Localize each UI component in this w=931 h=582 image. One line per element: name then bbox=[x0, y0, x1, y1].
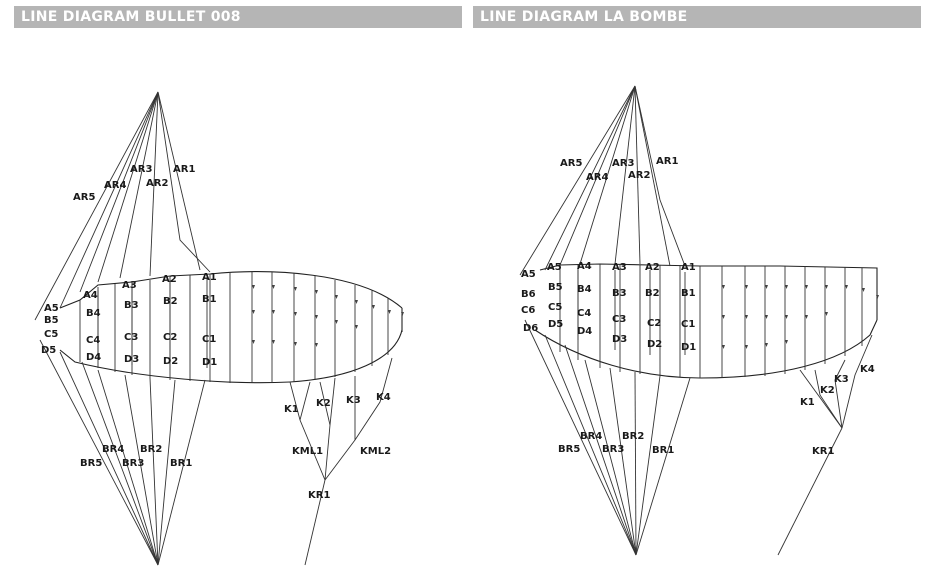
label-AR1: AR1 bbox=[656, 156, 678, 167]
label-B2: B2 bbox=[163, 296, 178, 307]
label-BR3: BR3 bbox=[122, 458, 144, 469]
label-K1: K1 bbox=[800, 397, 815, 408]
label-KR1: KR1 bbox=[812, 446, 834, 457]
label-BR2: BR2 bbox=[622, 431, 644, 442]
label-BR5: BR5 bbox=[80, 458, 102, 469]
label-C5: C5 bbox=[548, 302, 562, 313]
label-K4: K4 bbox=[860, 364, 875, 375]
right-canopy-ribs bbox=[559, 264, 863, 378]
label-B1: B1 bbox=[681, 288, 696, 299]
label-AR2: AR2 bbox=[628, 170, 650, 181]
left-diagram-title: LINE DIAGRAM BULLET 008 bbox=[14, 6, 462, 28]
label-A5-outer: A5 bbox=[521, 269, 536, 280]
label-C1: C1 bbox=[681, 319, 695, 330]
label-AR5: AR5 bbox=[73, 192, 95, 203]
label-AR4: AR4 bbox=[586, 172, 608, 183]
label-KML1: KML1 bbox=[292, 446, 323, 457]
label-AR4: AR4 bbox=[104, 180, 126, 191]
left-canopy-bottom bbox=[59, 329, 403, 384]
label-C6: C6 bbox=[521, 305, 535, 316]
left-attachment-markers bbox=[252, 285, 404, 347]
label-A5: A5 bbox=[44, 303, 59, 314]
right-canopy-top bbox=[539, 263, 878, 280]
label-A4: A4 bbox=[577, 261, 592, 272]
label-D2: D2 bbox=[163, 356, 178, 367]
label-D2: D2 bbox=[647, 339, 662, 350]
label-K3: K3 bbox=[834, 374, 849, 385]
label-K2: K2 bbox=[820, 385, 835, 396]
label-AR2: AR2 bbox=[146, 178, 168, 189]
label-K1: K1 bbox=[284, 404, 299, 415]
label-K3: K3 bbox=[346, 395, 361, 406]
right-upper-risers bbox=[519, 85, 686, 276]
label-BR1: BR1 bbox=[652, 445, 674, 456]
label-AR3: AR3 bbox=[130, 164, 152, 175]
label-AR1: AR1 bbox=[173, 164, 195, 175]
label-B2: B2 bbox=[645, 288, 660, 299]
left-upper-risers bbox=[34, 91, 211, 321]
label-K4: K4 bbox=[376, 392, 391, 403]
label-KML2: KML2 bbox=[360, 446, 391, 457]
label-B3: B3 bbox=[612, 288, 627, 299]
left-labels: AR3 AR1 AR4 AR2 AR5 A5 A4 A3 A2 A1 B5 B4… bbox=[41, 164, 391, 501]
right-gallery bbox=[577, 270, 686, 355]
label-D6: D6 bbox=[523, 323, 538, 334]
label-B3: B3 bbox=[124, 300, 139, 311]
label-C1: C1 bbox=[202, 334, 216, 345]
label-A2: A2 bbox=[645, 262, 660, 273]
label-D1: D1 bbox=[681, 342, 696, 353]
left-brake-lines bbox=[289, 357, 393, 566]
right-diagram-title: LINE DIAGRAM LA BOMBE bbox=[473, 6, 921, 28]
left-gallery bbox=[97, 278, 208, 370]
label-B4: B4 bbox=[577, 284, 592, 295]
label-B5: B5 bbox=[548, 282, 563, 293]
right-brake-lines bbox=[777, 334, 873, 556]
label-C5: C5 bbox=[44, 329, 58, 340]
label-C3: C3 bbox=[124, 332, 138, 343]
left-lower-risers bbox=[39, 339, 206, 566]
label-AR5: AR5 bbox=[560, 158, 582, 169]
label-BR4: BR4 bbox=[102, 444, 124, 455]
label-A5: A5 bbox=[547, 262, 562, 273]
label-C4: C4 bbox=[86, 335, 100, 346]
label-B4: B4 bbox=[86, 308, 101, 319]
label-C3: C3 bbox=[612, 314, 626, 325]
label-B5: B5 bbox=[44, 315, 59, 326]
label-D5: D5 bbox=[41, 345, 56, 356]
right-lower-risers bbox=[524, 319, 691, 556]
label-C4: C4 bbox=[577, 308, 591, 319]
label-A3: A3 bbox=[122, 280, 137, 291]
label-D4: D4 bbox=[86, 352, 101, 363]
label-D3: D3 bbox=[124, 354, 139, 365]
label-BR1: BR1 bbox=[170, 458, 192, 469]
label-C2: C2 bbox=[647, 318, 661, 329]
label-A1: A1 bbox=[681, 262, 696, 273]
label-D3: D3 bbox=[612, 334, 627, 345]
right-attachment-markers bbox=[722, 285, 879, 349]
label-A1: A1 bbox=[202, 272, 217, 283]
label-BR3: BR3 bbox=[602, 444, 624, 455]
label-C2: C2 bbox=[163, 332, 177, 343]
label-D5: D5 bbox=[548, 319, 563, 330]
label-BR2: BR2 bbox=[140, 444, 162, 455]
label-A4: A4 bbox=[83, 290, 98, 301]
label-D1: D1 bbox=[202, 357, 217, 368]
right-labels: AR5 AR3 AR1 AR4 AR2 A5 A5 A4 A3 A2 A1 B6… bbox=[521, 156, 875, 457]
label-A3: A3 bbox=[612, 262, 627, 273]
left-line-diagram: AR3 AR1 AR4 AR2 AR5 A5 A4 A3 A2 A1 B5 B4… bbox=[34, 91, 404, 566]
label-KR1: KR1 bbox=[308, 490, 330, 501]
label-AR3: AR3 bbox=[612, 158, 634, 169]
label-A2: A2 bbox=[162, 274, 177, 285]
label-BR5: BR5 bbox=[558, 444, 580, 455]
label-B6: B6 bbox=[521, 289, 536, 300]
left-canopy-top bbox=[59, 271, 403, 309]
right-line-diagram: AR5 AR3 AR1 AR4 AR2 A5 A5 A4 A3 A2 A1 B6… bbox=[519, 85, 879, 556]
label-D4: D4 bbox=[577, 326, 592, 337]
label-K2: K2 bbox=[316, 398, 331, 409]
label-B1: B1 bbox=[202, 294, 217, 305]
label-BR4: BR4 bbox=[580, 431, 602, 442]
